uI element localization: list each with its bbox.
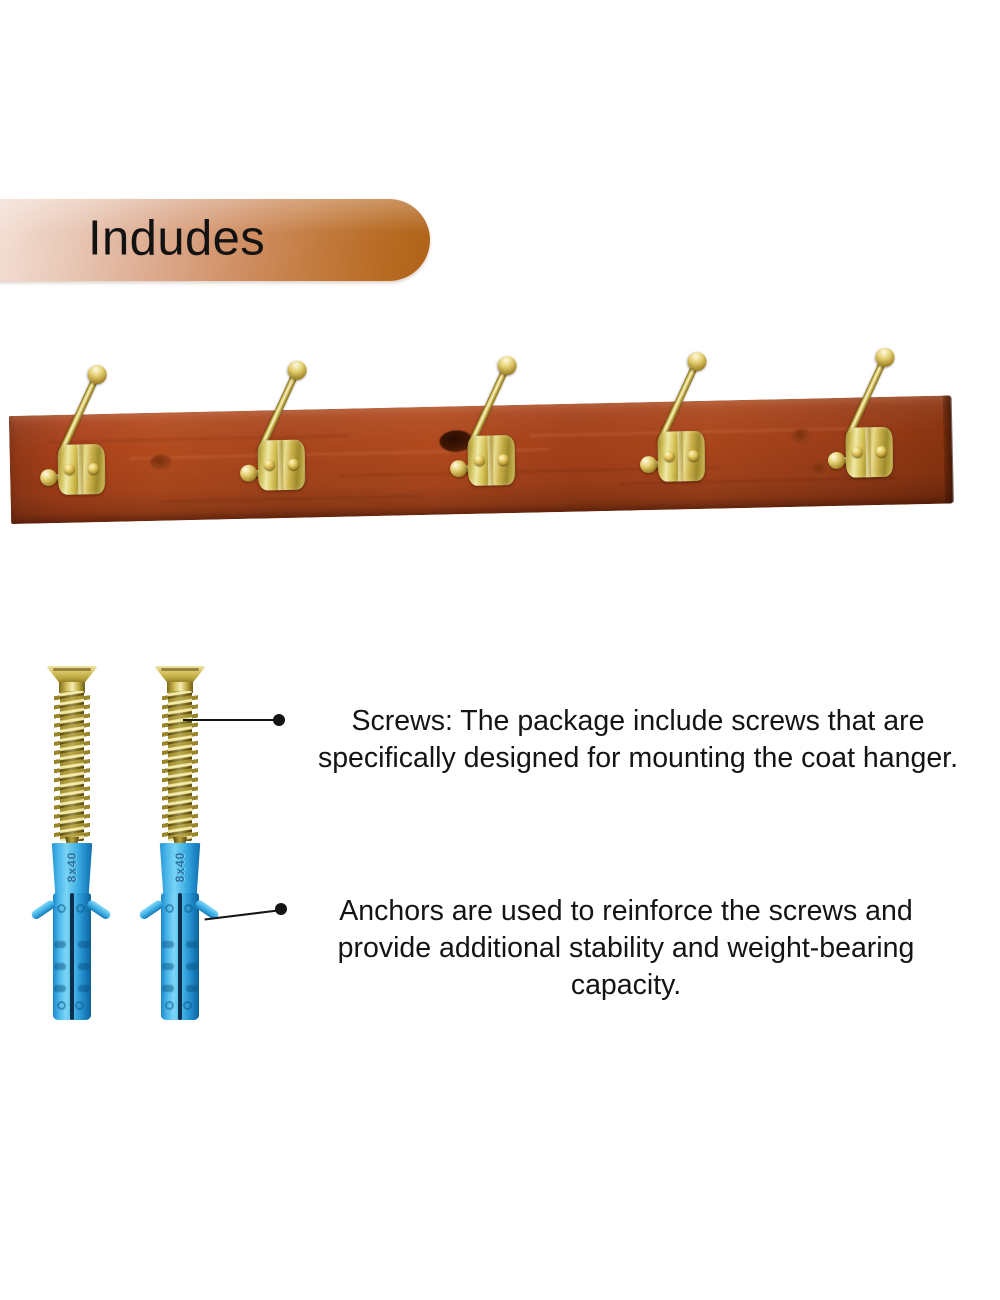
anchor-eyelet <box>76 904 85 913</box>
hardware-image-group: 8x40 8x40 <box>0 655 280 1025</box>
plate-screw <box>263 459 276 471</box>
anchor-ridge <box>186 985 198 992</box>
hook-ball-tip <box>449 460 468 478</box>
screws-callout-text: Screws: The package include screws that … <box>317 705 959 775</box>
hook-ball-tip <box>872 344 898 370</box>
hook-backplate <box>657 430 706 482</box>
screws-leader-dot <box>273 714 285 726</box>
anchor-ridge <box>186 941 198 948</box>
anchor-ridge <box>78 963 90 970</box>
anchor-size-label: 8x40 <box>65 851 79 883</box>
anchor-body <box>161 893 199 1020</box>
anchor-split-slot <box>178 893 182 1020</box>
hook-ball-tip <box>684 348 710 375</box>
anchor-size-label: 8x40 <box>173 851 187 883</box>
anchor-ridge <box>54 941 66 948</box>
hook-backplate <box>467 434 516 487</box>
hook-ball-tip <box>239 464 258 482</box>
anchor-split-slot <box>70 893 74 1020</box>
anchor-body <box>53 893 91 1020</box>
coat-rack-board-group <box>8 344 954 524</box>
screws-leader-line <box>183 719 279 721</box>
anchor-ridge <box>162 963 174 970</box>
plate-screw <box>497 454 510 466</box>
screw-neck <box>167 682 193 693</box>
anchor-ridge <box>54 985 66 992</box>
plate-screw <box>851 446 863 458</box>
anchor-eyelet <box>183 1001 192 1010</box>
screw-neck <box>59 682 85 693</box>
hook-ball-tip <box>639 455 658 474</box>
plate-screw <box>687 449 699 462</box>
coat-rack-product-image <box>0 344 1000 573</box>
anchor-eyelet <box>75 1001 84 1010</box>
hook-ball-tip <box>827 451 846 470</box>
anchors-callout-text: Anchors are used to reinforce the screws… <box>337 895 915 1002</box>
anchor-ridge <box>186 963 198 970</box>
plate-screw <box>87 463 100 475</box>
screw-shaft <box>60 691 84 841</box>
screw-and-anchor-set: 8x40 <box>24 655 120 1020</box>
anchor-eyelet <box>165 1001 174 1010</box>
coat-hook <box>626 348 713 511</box>
hook-ball-tip <box>84 361 110 388</box>
plate-screw <box>473 454 486 466</box>
screw-shaft <box>168 691 192 841</box>
screw-thread <box>83 691 90 841</box>
hook-backplate <box>845 426 894 478</box>
screw-thread <box>54 691 61 841</box>
banner-title: Indudes <box>88 211 266 266</box>
coat-hook <box>26 361 113 524</box>
screw-thread <box>162 691 169 841</box>
anchor-eyelet <box>165 904 174 913</box>
anchor-eyelet <box>57 1001 66 1010</box>
anchor-eyelet <box>57 904 66 913</box>
anchor-ridge <box>162 985 174 992</box>
plate-screw <box>875 445 887 458</box>
anchor-ridge <box>54 963 66 970</box>
screw-and-anchor-set: 8x40 <box>132 655 228 1020</box>
anchors-leader-dot <box>275 903 287 915</box>
anchor-ridge <box>162 941 174 948</box>
hook-backplate <box>57 443 106 495</box>
coat-hook <box>813 344 900 507</box>
screw-head <box>46 666 98 683</box>
hook-ball-tip <box>284 357 310 383</box>
includes-banner: Indudes <box>0 199 430 281</box>
plate-screw <box>63 463 76 475</box>
coat-hook <box>226 357 313 519</box>
anchor-collar: 8x40 <box>51 843 93 895</box>
screw-head <box>154 666 206 683</box>
anchor-eyelet <box>184 904 193 913</box>
plate-screw <box>287 458 300 470</box>
plate-screw <box>663 450 675 462</box>
hook-ball-tip <box>494 352 520 379</box>
anchor-collar: 8x40 <box>159 843 201 895</box>
screw-thread <box>191 691 198 841</box>
board-end-cap <box>942 395 954 504</box>
hook-ball-tip <box>39 468 58 487</box>
anchor-ridge <box>78 985 90 992</box>
hook-backplate <box>257 439 306 491</box>
anchor-ridge <box>78 941 90 948</box>
coat-hook <box>436 352 523 515</box>
